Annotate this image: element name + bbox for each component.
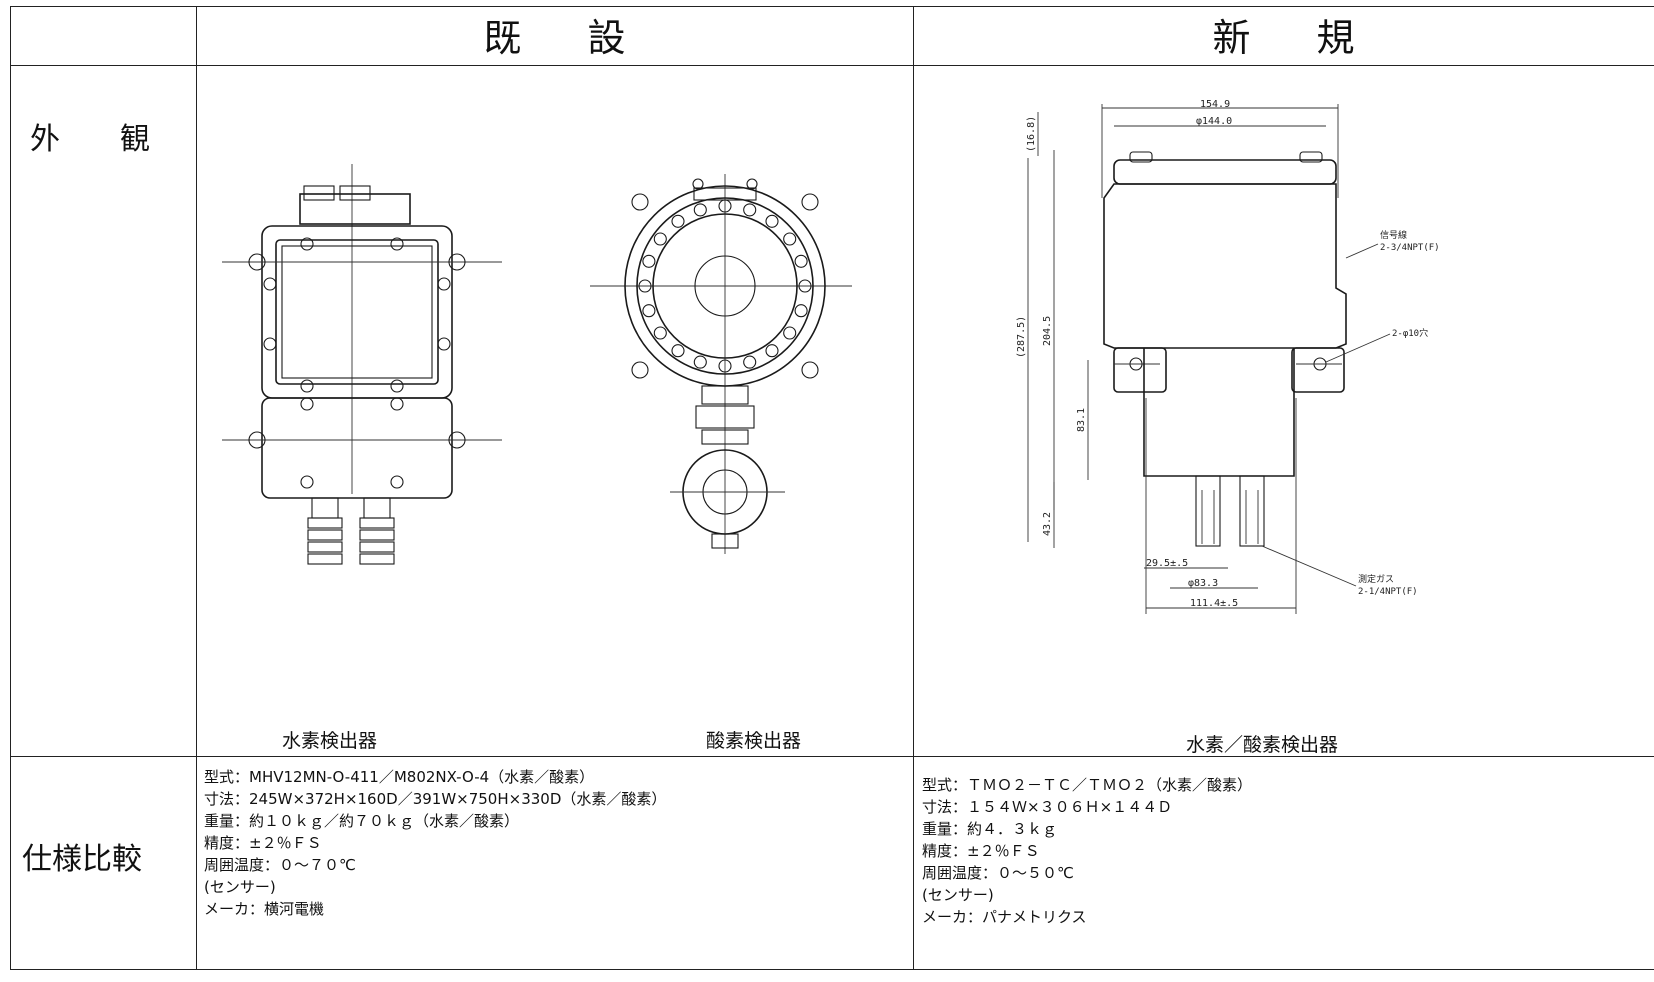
existing-spec-weight: 重量：約１０ｋｇ／約７０ｋｇ（水素／酸素） [204,812,520,830]
existing-spec-maker: メーカ：横河電機 [204,900,325,918]
dim-diameter-top: φ144.0 [1196,116,1232,127]
callout-signal-port-title: 信号線 [1380,229,1407,241]
appearance-row-divider [10,756,1654,757]
oxygen-flange-bolts [638,199,812,373]
new-spec-list: 型式：ＴＭＯ２－ＴＣ／ＴＭＯ２（水素／酸素） 寸法：１５４Ｗ×３０６Ｈ×１４４Ｄ… [922,774,1252,928]
dim-height-total: (287.5) [1016,316,1027,358]
flange-bolt [783,326,797,340]
flange-bolt [743,355,757,369]
existing-new-divider [913,6,914,970]
existing-spec-model: 型式：MHV12MN-O-411／M802NX-O-4（水素／酸素） [204,768,595,786]
flange-bolt [653,232,667,246]
flange-bolt [794,254,808,268]
flange-bolt [765,344,779,358]
flange-bolt [718,359,732,373]
new-spec-dimensions: 寸法：１５４Ｗ×３０６Ｈ×１４４Ｄ [922,798,1173,816]
dim-flange-height: 83.1 [1076,408,1087,432]
combined-detector-drawing: 154.9 φ144.0 (287.5) 204.5 (16.8) 83.1 4… [1016,99,1440,614]
header-existing: 既設 [483,16,692,60]
new-spec-model: 型式：ＴＭＯ２－ＴＣ／ＴＭＯ２（水素／酸素） [922,776,1253,794]
dim-mount-span: 111.4±.5 [1190,598,1238,609]
flange-bolt [765,214,779,228]
dim-width-total: 154.9 [1200,99,1230,110]
caption-combined-detector: 水素／酸素検出器 [1186,734,1339,756]
row-label-spec: 仕様比較 [22,842,142,877]
hydrogen-cable-gland-left [307,517,343,565]
label-column-divider [196,6,197,970]
flange-bolt [638,279,652,293]
comparison-table: 既設 新規 外観 仕様比較 [10,6,1654,972]
flange-bolt [693,355,707,369]
new-spec-ambient-temp: 周囲温度：０～５０℃ [922,864,1074,882]
flange-bolt [783,232,797,246]
dim-bottom-offset: 29.5±.5 [1146,558,1188,569]
flange-bolt [798,279,812,293]
new-spec-weight: 重量：約４．３ｋｇ [922,820,1058,838]
new-spec-sensor-heading: (センサー) [922,886,994,904]
existing-spec-accuracy: 精度：±２％ＦＳ [204,834,322,852]
new-spec-maker: メーカ：パナメトリクス [922,908,1087,926]
existing-spec-ambient-temp: 周囲温度：０～７０℃ [204,856,356,874]
dim-top-offset: (16.8) [1026,116,1037,152]
callout-mount-holes: 2-φ10穴 [1392,327,1428,339]
dim-height-body: 204.5 [1042,316,1053,346]
table-bottom-border [10,969,1654,970]
existing-spec-list: 型式：MHV12MN-O-411／M802NX-O-4（水素／酸素） 寸法：24… [204,766,666,920]
hydrogen-cable-gland-right [359,517,395,565]
table-top-border [10,6,1654,7]
header-new: 新規 [1212,16,1421,60]
hydrogen-detector-drawing [222,164,502,565]
caption-hydrogen-detector: 水素検出器 [282,730,378,752]
flange-bolt [693,203,707,217]
new-spec-accuracy: 精度：±２％ＦＳ [922,842,1040,860]
flange-bolt [743,203,757,217]
existing-spec-dimensions: 寸法：245W×372H×160D／391W×750H×330D（水素／酸素） [204,790,667,808]
dim-bolt-span: φ83.3 [1188,578,1218,589]
flange-bolt [671,344,685,358]
existing-spec-sensor-heading: (センサー) [204,878,276,896]
flange-bolt [671,214,685,228]
flange-bolt [642,254,656,268]
flange-bolt [642,304,656,318]
dim-bottom-height: 43.2 [1042,512,1053,536]
callout-gas-port-title: 測定ガス [1358,573,1394,585]
callout-gas-port-spec: 2-1/4NPT(F) [1358,587,1418,597]
callout-signal-port-spec: 2-3/4NPT(F) [1380,243,1440,253]
header-row-divider [10,65,1654,66]
row-label-appearance: 外観 [30,122,210,157]
oxygen-detector-drawing [590,174,852,554]
caption-oxygen-detector: 酸素検出器 [706,730,802,752]
flange-bolt [794,304,808,318]
label-column-divider [10,6,11,970]
flange-bolt [653,326,667,340]
